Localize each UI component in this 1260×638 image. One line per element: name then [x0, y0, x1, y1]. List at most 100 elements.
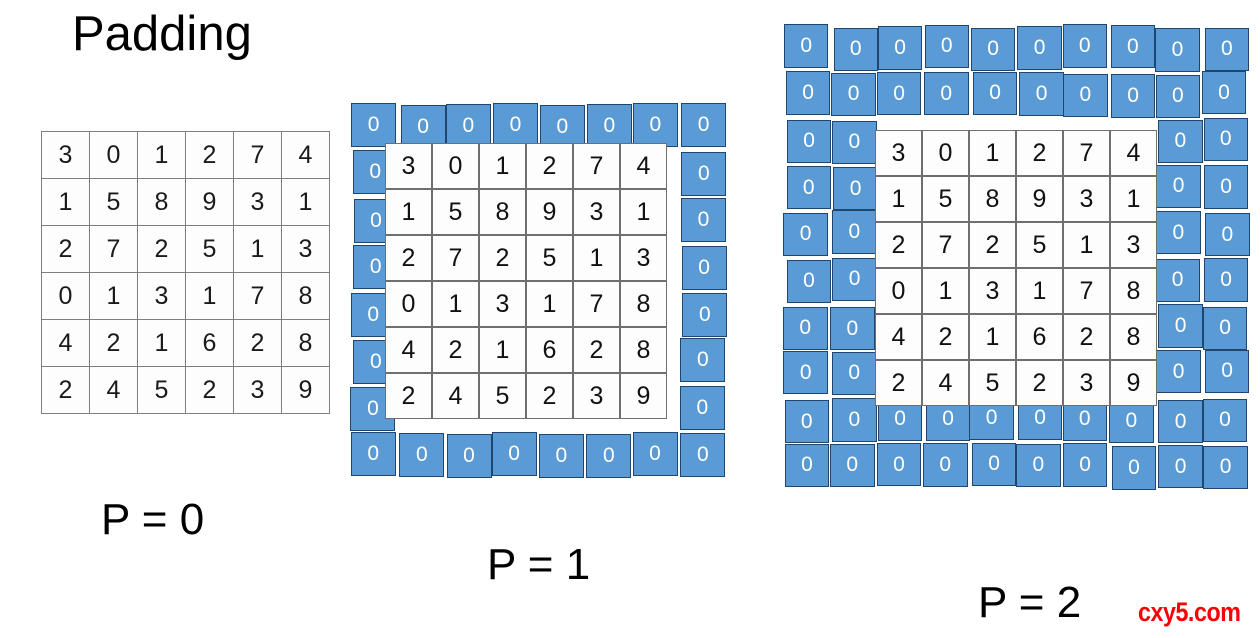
matrix-cell: 2 — [385, 373, 432, 419]
caption-p2: P = 2 — [978, 578, 1082, 627]
padding-zero-cell: 0 — [830, 306, 875, 351]
matrix-cell: 7 — [233, 272, 282, 320]
matrix-cell: 1 — [137, 131, 186, 179]
padding-zero-cell: 0 — [830, 443, 875, 488]
padding-zero-cell: 0 — [446, 433, 492, 478]
matrix-cell: 2 — [573, 327, 620, 373]
matrix-cell: 7 — [1063, 268, 1110, 314]
matrix-cell: 1 — [432, 281, 479, 327]
matrix-cell: 2 — [479, 235, 526, 281]
padding-zero-cell: 0 — [877, 26, 923, 70]
matrix-cell: 8 — [281, 272, 330, 320]
padding-zero-cell: 0 — [1203, 165, 1249, 209]
padding-zero-cell: 0 — [1204, 349, 1250, 394]
matrix-cell: 5 — [526, 235, 573, 281]
matrix-cell: 5 — [432, 189, 479, 235]
padding-zero-cell: 0 — [493, 102, 538, 147]
padding-zero-cell: 0 — [832, 351, 877, 396]
matrix-cell: 5 — [922, 176, 969, 222]
page-title: Padding — [72, 7, 252, 61]
padding-zero-cell: 0 — [1203, 445, 1248, 490]
matrix-cell: 4 — [281, 131, 330, 179]
matrix-cell: 9 — [281, 366, 330, 414]
matrix-cell: 4 — [89, 366, 138, 414]
matrix-cell: 2 — [233, 319, 282, 367]
matrix-cell: 3 — [137, 272, 186, 320]
matrix-cell: 6 — [1016, 314, 1063, 360]
padding-zero-cell: 0 — [1062, 443, 1108, 487]
padding-zero-cell: 0 — [1158, 304, 1203, 348]
padding-zero-cell: 0 — [924, 24, 969, 69]
matrix-cell: 4 — [1110, 130, 1157, 176]
padding-zero-cell: 0 — [1202, 398, 1248, 442]
caption-p0: P = 0 — [101, 495, 205, 544]
matrix-cell: 9 — [526, 189, 573, 235]
matrix-cell: 3 — [233, 178, 282, 226]
padding-zero-cell: 0 — [786, 119, 832, 164]
matrix-cell: 7 — [573, 143, 620, 189]
padding-zero-cell: 0 — [632, 432, 678, 476]
matrix-cell: 0 — [922, 130, 969, 176]
matrix-cell: 4 — [620, 143, 667, 189]
padding-zero-cell: 0 — [1205, 212, 1250, 257]
matrix-cell: 4 — [875, 314, 922, 360]
matrix-cell: 1 — [41, 178, 90, 226]
padding-zero-cell: 0 — [586, 104, 632, 149]
padding-zero-cell: 0 — [1017, 26, 1062, 70]
matrix-cell: 9 — [185, 178, 234, 226]
matrix-cell: 7 — [922, 222, 969, 268]
matrix-cell: 2 — [89, 319, 138, 367]
padding-zero-cell: 0 — [399, 433, 445, 478]
matrix-cell: 2 — [526, 143, 573, 189]
matrix-cell: 5 — [89, 178, 138, 226]
padding-zero-cell: 0 — [681, 198, 726, 242]
matrix-cell: 0 — [89, 131, 138, 179]
matrix-cell: 7 — [432, 235, 479, 281]
matrix-cell: 4 — [385, 327, 432, 373]
padding-zero-cell: 0 — [1156, 164, 1201, 209]
matrix-cell: 3 — [233, 366, 282, 414]
padding-zero-cell: 0 — [1156, 210, 1201, 255]
padding-zero-cell: 0 — [1019, 72, 1064, 116]
padding-zero-cell: 0 — [445, 104, 491, 149]
matrix-cell: 8 — [620, 281, 667, 327]
matrix-cell: 1 — [526, 281, 573, 327]
matrix-cell: 2 — [875, 222, 922, 268]
padding-zero-cell: 0 — [833, 27, 878, 72]
padding-zero-cell: 0 — [786, 259, 832, 304]
padding-zero-cell: 0 — [1062, 24, 1107, 68]
matrix-cell: 2 — [1016, 360, 1063, 406]
matrix-cell: 3 — [875, 130, 922, 176]
padding-zero-cell: 0 — [1063, 73, 1108, 118]
padding-zero-cell: 0 — [832, 210, 877, 254]
matrix-cell: 4 — [922, 360, 969, 406]
padding-zero-cell: 0 — [586, 434, 632, 479]
matrix-cell: 3 — [969, 268, 1016, 314]
matrix-cell: 0 — [41, 272, 90, 320]
matrix-cell: 2 — [432, 327, 479, 373]
padding-zero-cell: 0 — [682, 292, 728, 337]
matrix-cell: 1 — [479, 327, 526, 373]
padding-zero-cell: 0 — [351, 102, 397, 147]
matrix-cell: 8 — [969, 176, 1016, 222]
padding-zero-cell: 0 — [783, 306, 828, 351]
matrix-cell: 2 — [41, 225, 90, 273]
matrix-cell: 1 — [969, 314, 1016, 360]
matrix-cell: 8 — [137, 178, 186, 226]
matrix-cell: 1 — [281, 178, 330, 226]
matrix-cell: 5 — [479, 373, 526, 419]
matrix-cell: 2 — [526, 373, 573, 419]
matrix-cell: 9 — [1016, 176, 1063, 222]
matrix-cell: 1 — [969, 130, 1016, 176]
padding-zero-cell: 0 — [681, 152, 727, 197]
padding-zero-cell: 0 — [1158, 119, 1203, 164]
padding-zero-cell: 0 — [1110, 24, 1156, 69]
matrix-cell: 1 — [137, 319, 186, 367]
matrix-cell: 4 — [41, 319, 90, 367]
padding-zero-cell: 0 — [1155, 28, 1200, 72]
